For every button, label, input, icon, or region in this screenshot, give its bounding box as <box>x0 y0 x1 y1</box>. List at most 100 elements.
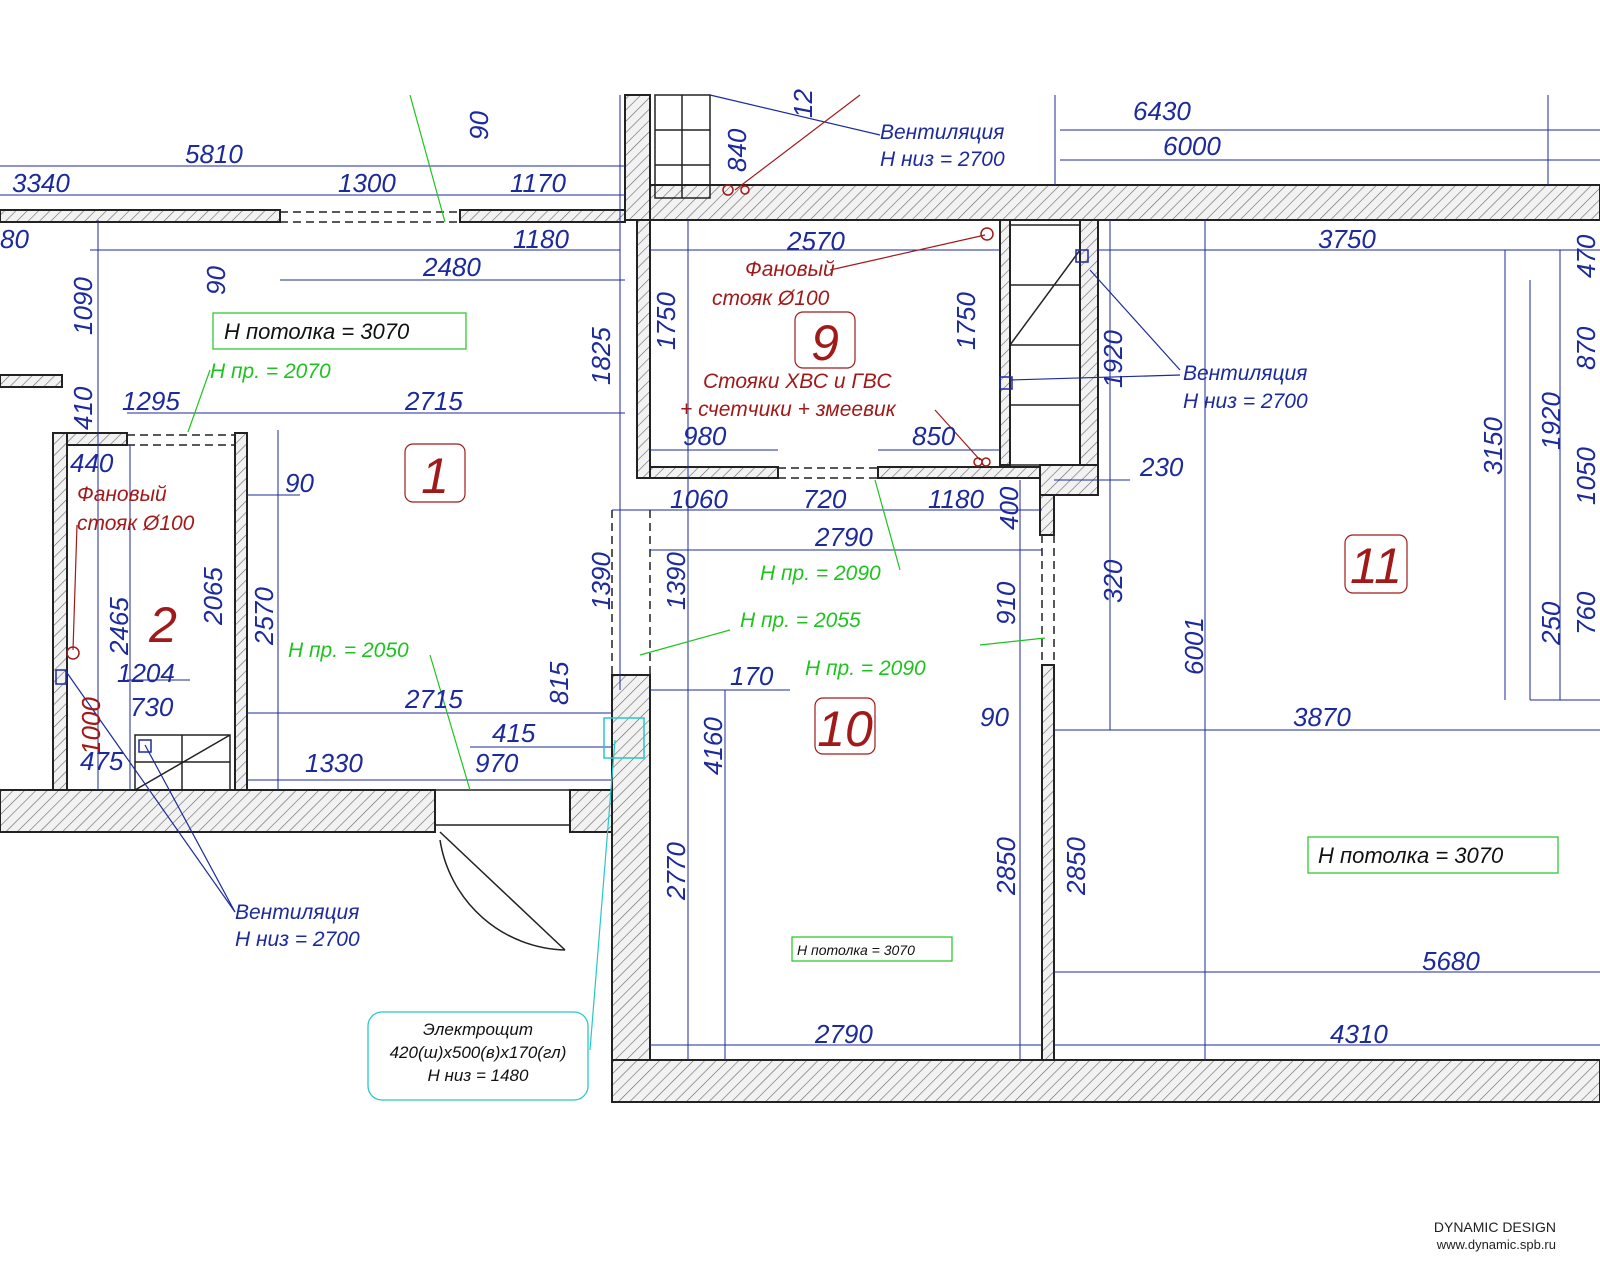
dim-2790-b: 2790 <box>814 1019 873 1049</box>
fan-riser-2-line1: Фановый <box>77 483 167 506</box>
dim-1000: 1000 <box>76 697 106 755</box>
dim-1390-b: 1390 <box>661 552 691 610</box>
dim-2480: 2480 <box>422 252 481 282</box>
entrance-door <box>434 789 571 951</box>
fan-riser-2-line2: стояк Ø100 <box>77 512 195 535</box>
panel-height: H низ = 1480 <box>428 1066 529 1085</box>
opening-height-1: H пр. = 2070 <box>210 360 331 383</box>
vent-bottom-height: H низ = 2700 <box>235 928 360 951</box>
vent-grille-3-icon <box>138 739 152 753</box>
wall-left-small <box>0 374 63 388</box>
room-1-number: 1 <box>421 448 449 504</box>
dim-3340: 3340 <box>12 168 70 198</box>
panel-title: Электрощит <box>423 1020 533 1039</box>
dim-2715-a: 2715 <box>404 386 463 416</box>
ceiling-height-small: H потолка = 3070 <box>797 942 915 958</box>
electric-panel-symbol <box>603 717 645 759</box>
wall-top-left-b <box>459 209 626 223</box>
vent-top-title: Вентиляция <box>880 121 1004 144</box>
ceiling-labels: H потолка = 3070 H потолка = 3070 H пото… <box>212 312 1559 962</box>
room-9-number: 9 <box>811 315 839 371</box>
walls <box>0 94 1600 1103</box>
dim-90-a: 90 <box>201 266 231 295</box>
dim-90-top: 90 <box>464 111 494 140</box>
wall-shaft-outer <box>999 219 1011 466</box>
vent-right-title: Вентиляция <box>1183 362 1307 385</box>
vent-grille-2-icon <box>999 376 1013 390</box>
fan-riser-2-icon <box>66 646 80 660</box>
dim-2770: 2770 <box>661 842 691 901</box>
dim-1300: 1300 <box>338 168 396 198</box>
wall-room9-bottom-b <box>877 466 1059 479</box>
room-11-number: 11 <box>1350 538 1402 594</box>
dim-980: 980 <box>683 421 727 451</box>
fan-riser-9-line2: стояк Ø100 <box>712 287 830 310</box>
credit-website: www.dynamic.spb.ru <box>1436 1237 1556 1252</box>
dim-2850-b: 2850 <box>1061 837 1091 896</box>
dim-2715-b: 2715 <box>404 684 463 714</box>
dim-4310: 4310 <box>1330 1019 1388 1049</box>
ventilation-labels: Вентиляция H низ = 2700 Вентиляция H низ… <box>235 121 1308 951</box>
dim-1180-b: 1180 <box>928 484 984 514</box>
vent-grille-1-icon <box>1075 249 1089 263</box>
top-riser-icon <box>722 184 734 196</box>
wall-room2-left <box>52 432 68 791</box>
dim-250: 250 <box>1536 601 1566 646</box>
dim-1920-a: 1920 <box>1098 330 1128 388</box>
dim-470: 470 <box>1571 234 1600 278</box>
vent-top-height: H низ = 2700 <box>880 148 1005 171</box>
openings <box>127 211 1055 675</box>
dim-1204: 1204 <box>117 658 175 688</box>
dim-1090: 1090 <box>68 277 98 335</box>
wall-partition-10-11 <box>1041 664 1055 1061</box>
wall-vertical-mid-top <box>624 94 651 221</box>
dim-4160: 4160 <box>698 717 728 775</box>
dim-2465: 2465 <box>104 597 134 656</box>
dim-170: 170 <box>730 661 774 691</box>
dim-2065: 2065 <box>198 567 228 626</box>
dim-3750: 3750 <box>1318 224 1376 254</box>
ceiling-height-right: H потолка = 3070 <box>1318 843 1504 868</box>
opening-height-4: H пр. = 2055 <box>740 609 861 632</box>
dim-720: 720 <box>803 484 847 514</box>
ceiling-height-main: H потолка = 3070 <box>224 319 410 344</box>
dim-410: 410 <box>68 386 98 430</box>
dim-970: 970 <box>475 748 519 778</box>
wall-room9-right <box>1079 219 1099 466</box>
dim-870: 870 <box>1571 326 1600 370</box>
opening-labels: H пр. = 2070 H пр. = 2050 H пр. = 2090 H… <box>210 360 926 680</box>
room-2-number: 2 <box>148 597 177 653</box>
dim-815: 815 <box>544 661 574 705</box>
dim-3870: 3870 <box>1293 702 1351 732</box>
dimension-lines <box>0 95 1600 1060</box>
vent-bottom-title: Вентиляция <box>235 901 359 924</box>
dim-840: 840 <box>722 128 752 172</box>
dim-2790-a: 2790 <box>814 522 873 552</box>
opening-height-2: H пр. = 2050 <box>288 639 409 662</box>
dim-12: 12 <box>788 89 818 118</box>
dim-80: 80 <box>0 224 29 254</box>
dim-230: 230 <box>1139 452 1184 482</box>
dim-2850-a: 2850 <box>991 837 1021 896</box>
water-riser-icon <box>973 457 983 467</box>
dimension-texts: 5810 3340 1300 1170 90 80 90 2480 1180 1… <box>0 89 1600 1049</box>
room-labels: 1 2 9 10 11 <box>148 311 1408 757</box>
dim-400: 400 <box>994 486 1024 530</box>
wall-room2-top <box>66 432 128 446</box>
room-10-number: 10 <box>817 701 873 757</box>
wall-room9-bottom-a <box>649 466 779 479</box>
dim-6001: 6001 <box>1179 617 1209 675</box>
opening-height-3: H пр. = 2090 <box>760 562 881 585</box>
dim-910: 910 <box>991 581 1021 625</box>
wall-top-right <box>649 184 1600 221</box>
dim-1390-a: 1390 <box>586 552 616 610</box>
dim-415: 415 <box>492 718 536 748</box>
opening-height-5: H пр. = 2090 <box>805 657 926 680</box>
dim-1180-a: 1180 <box>513 224 569 254</box>
wall-room1-bottom-a <box>0 789 436 833</box>
shafts <box>134 94 1081 791</box>
dim-440: 440 <box>70 448 114 478</box>
dim-1750-a: 1750 <box>651 292 681 350</box>
dim-6000: 6000 <box>1163 131 1221 161</box>
